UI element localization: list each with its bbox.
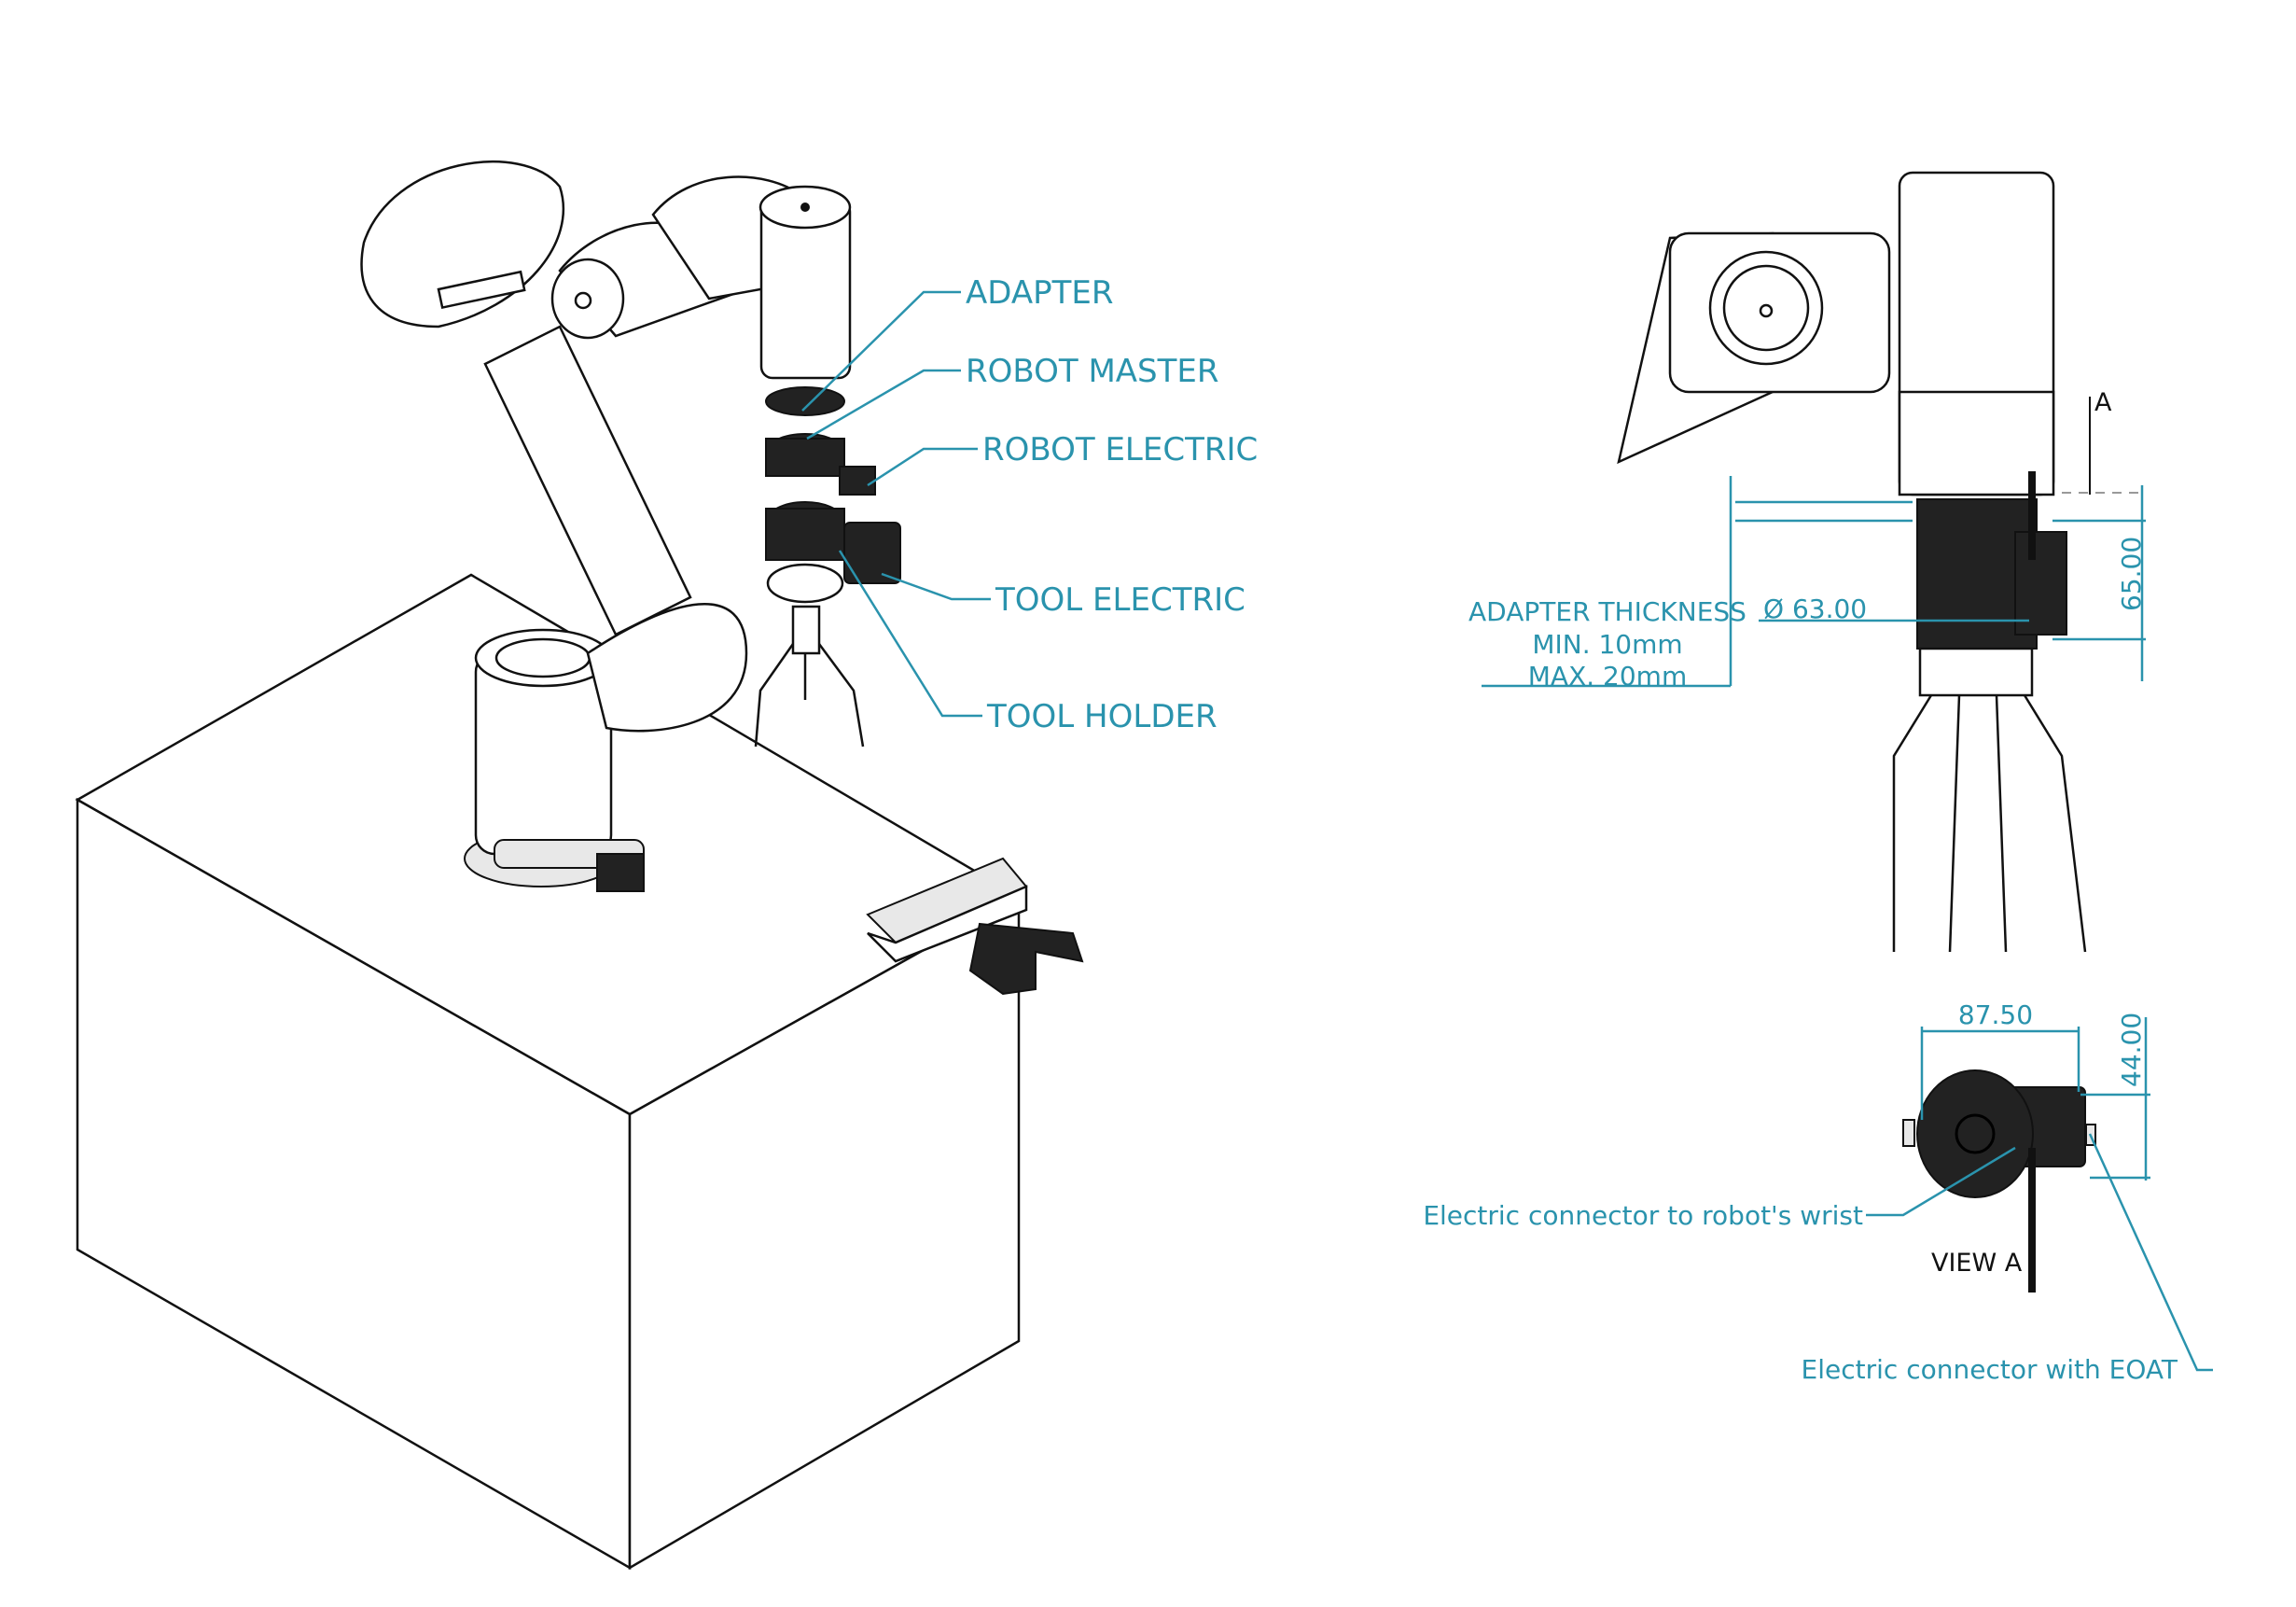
label-robot-master: ROBOT MASTER — [966, 353, 1219, 390]
adapter-min-label: MIN. 10mm — [1532, 629, 1682, 660]
adapter-thickness-label: ADAPTER THICKNESS — [1468, 596, 1746, 627]
height-dimension: 65.00 — [2116, 537, 2147, 611]
label-adapter: ADAPTER — [966, 274, 1113, 312]
adapter-max-label: MAX. 20mm — [1528, 661, 1687, 692]
view-marker-a: A — [2094, 388, 2112, 417]
view-a-title: VIEW A — [1931, 1249, 2023, 1278]
note-eoat-connector: Electric connector with EOAT — [1802, 1354, 2178, 1385]
side-view: A ADAPTER THICKNESS MIN. 10mm MAX. 20mm … — [1468, 171, 2147, 953]
robot-arm-iso — [360, 161, 1084, 996]
note-wrist-connector: Electric connector to robot's wrist — [1423, 1200, 1863, 1231]
diameter-dimension: Ø 63.00 — [1763, 594, 1867, 624]
width-dimension: 87.50 — [1958, 999, 2033, 1030]
callouts: ADAPTER ROBOT MASTER ROBOT ELECTRIC TOOL… — [801, 274, 1258, 735]
label-tool-holder: TOOL HOLDER — [986, 698, 1218, 735]
label-robot-electric: ROBOT ELECTRIC — [982, 431, 1258, 468]
view-a: 87.50 44.00 VIEW A Electric connector to… — [1423, 999, 2213, 1385]
height-dimension-view-a: 44.00 — [2116, 1013, 2147, 1087]
label-tool-electric: TOOL ELECTRIC — [995, 581, 1245, 619]
